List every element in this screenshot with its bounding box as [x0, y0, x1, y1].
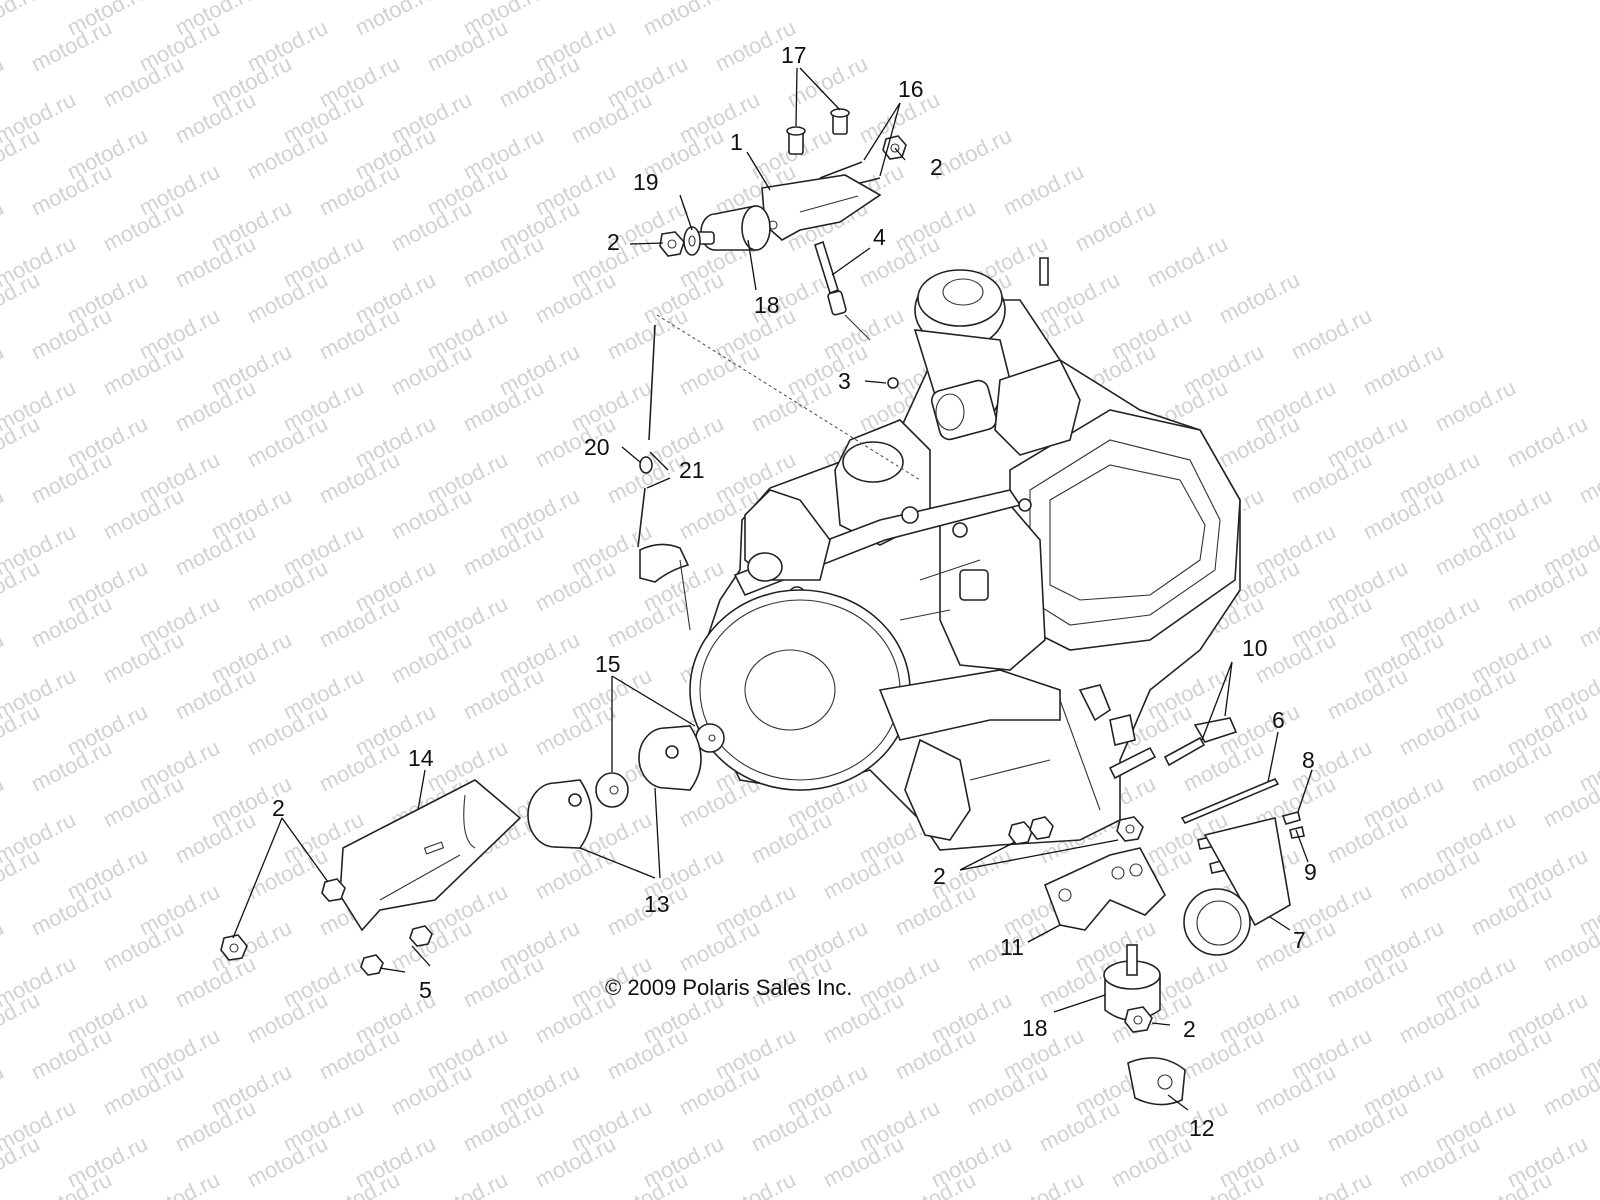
- callout-2-top: 2: [930, 154, 943, 180]
- plate-12: [1127, 1057, 1186, 1106]
- callout-16: 16: [898, 76, 924, 102]
- watermark-text: motod.ru: [423, 1167, 512, 1200]
- watermark-text: motod.ru: [1575, 591, 1600, 653]
- callout-1: 1: [730, 129, 743, 155]
- callout-3: 3: [838, 368, 851, 394]
- watermark-text: motod.ru: [279, 0, 368, 4]
- nut-2-left-b: [220, 934, 248, 961]
- watermark-text: motod.ru: [1575, 1167, 1600, 1200]
- strip-6: [1180, 777, 1280, 825]
- pin-16-a: [819, 161, 863, 179]
- callout-2-middle: 2: [933, 863, 946, 889]
- watermark-text: motod.ru: [1287, 303, 1376, 365]
- watermark-text: motod.ru: [351, 0, 440, 40]
- watermark-text: motod.ru: [0, 771, 8, 833]
- watermark-text: motod.ru: [999, 1167, 1088, 1200]
- watermark-text: motod.ru: [639, 0, 728, 40]
- callout-2-left: 2: [272, 795, 285, 821]
- nut-2-mid-b: [1029, 816, 1054, 840]
- watermark-text: motod.ru: [0, 195, 8, 257]
- callout-19: 19: [633, 169, 659, 195]
- callout-12: 12: [1189, 1115, 1215, 1141]
- callout-13: 13: [644, 891, 670, 917]
- callout-2-bottom: 2: [1183, 1016, 1196, 1042]
- watermark-text: motod.ru: [135, 1167, 224, 1200]
- mount-18-top: [689, 205, 771, 251]
- watermark-text: motod.ru: [0, 51, 8, 113]
- sensor-4: [814, 240, 871, 341]
- callout-20: 20: [584, 434, 610, 460]
- bolt-10: [1108, 717, 1238, 780]
- watermark-text: motod.ru: [1503, 411, 1592, 473]
- watermark-text: motod.ru: [1143, 231, 1232, 293]
- engine-assembly: [639, 257, 1241, 851]
- nut-2-top: [882, 135, 907, 160]
- callout-11: 11: [1000, 934, 1024, 960]
- callout-17: 17: [781, 42, 807, 68]
- watermark-text: motod.ru: [567, 0, 656, 4]
- mount-13-a: [638, 725, 702, 791]
- callout-6: 6: [1272, 707, 1285, 733]
- leader-lines: [232, 67, 1313, 1111]
- callout-21: 21: [679, 457, 705, 483]
- nut-2-upper-left: [659, 231, 685, 257]
- watermark-text: motod.ru: [0, 0, 44, 40]
- watermark-text: motod.ru: [0, 627, 8, 689]
- watermark-text: motod.ru: [711, 1167, 800, 1200]
- watermark-text: motod.ru: [0, 483, 8, 545]
- washer-19: [683, 226, 701, 256]
- callout-18-bottom: 18: [1022, 1015, 1048, 1041]
- watermark-text: motod.ru: [0, 339, 8, 401]
- callout-labels: 17 16 1 2 19 2 4 18 3 20 21 15 14 2 13 5…: [272, 42, 1317, 1141]
- dashed-guide: [656, 314, 921, 481]
- clamp-8: [1281, 811, 1305, 839]
- callout-5: 5: [419, 977, 432, 1003]
- boot-7: [1183, 817, 1291, 956]
- watermark-text: motod.ru: [1071, 195, 1160, 257]
- watermark-text: motod.ru: [0, 915, 8, 977]
- callout-9: 9: [1304, 859, 1317, 885]
- nut-2-mid-c: [1116, 816, 1144, 842]
- nut-2-mid-a: [1008, 821, 1033, 845]
- watermark-text: motod.ru: [1215, 267, 1304, 329]
- mount-18-bottom: [1103, 944, 1161, 1021]
- callout-4: 4: [873, 224, 886, 250]
- nut-5-b: [360, 954, 384, 976]
- watermark-text: motod.ru: [999, 159, 1088, 221]
- dipstick-21: [637, 324, 656, 548]
- nut-2-left-a: [321, 878, 346, 902]
- callout-18-top: 18: [754, 292, 780, 318]
- watermark-text: motod.ru: [1431, 375, 1520, 437]
- bolt-17-b: [830, 108, 850, 135]
- watermark-text: motod.ru: [1359, 339, 1448, 401]
- copyright-notice: © 2009 Polaris Sales Inc.: [605, 975, 852, 1000]
- callout-14: 14: [408, 745, 434, 771]
- fitting-3: [887, 377, 899, 389]
- callout-8: 8: [1302, 747, 1315, 773]
- nut-5-a: [409, 925, 433, 947]
- watermark-text: motod.ru: [0, 1059, 8, 1121]
- callout-10: 10: [1242, 635, 1268, 661]
- watermark-text: motod.ru: [1287, 1167, 1376, 1200]
- callout-7: 7: [1293, 927, 1306, 953]
- bracket-11: [1043, 847, 1166, 931]
- bracket-14: [339, 779, 522, 932]
- watermark-text: motod.ru: [1575, 447, 1600, 509]
- oring-20: [639, 456, 653, 474]
- nut-2-bottom: [1124, 1006, 1153, 1033]
- callout-15: 15: [595, 651, 621, 677]
- mount-13-b: [527, 779, 593, 849]
- bolt-17-a: [786, 126, 806, 155]
- washer-15-b: [595, 772, 629, 808]
- callout-2-upper-left: 2: [607, 229, 620, 255]
